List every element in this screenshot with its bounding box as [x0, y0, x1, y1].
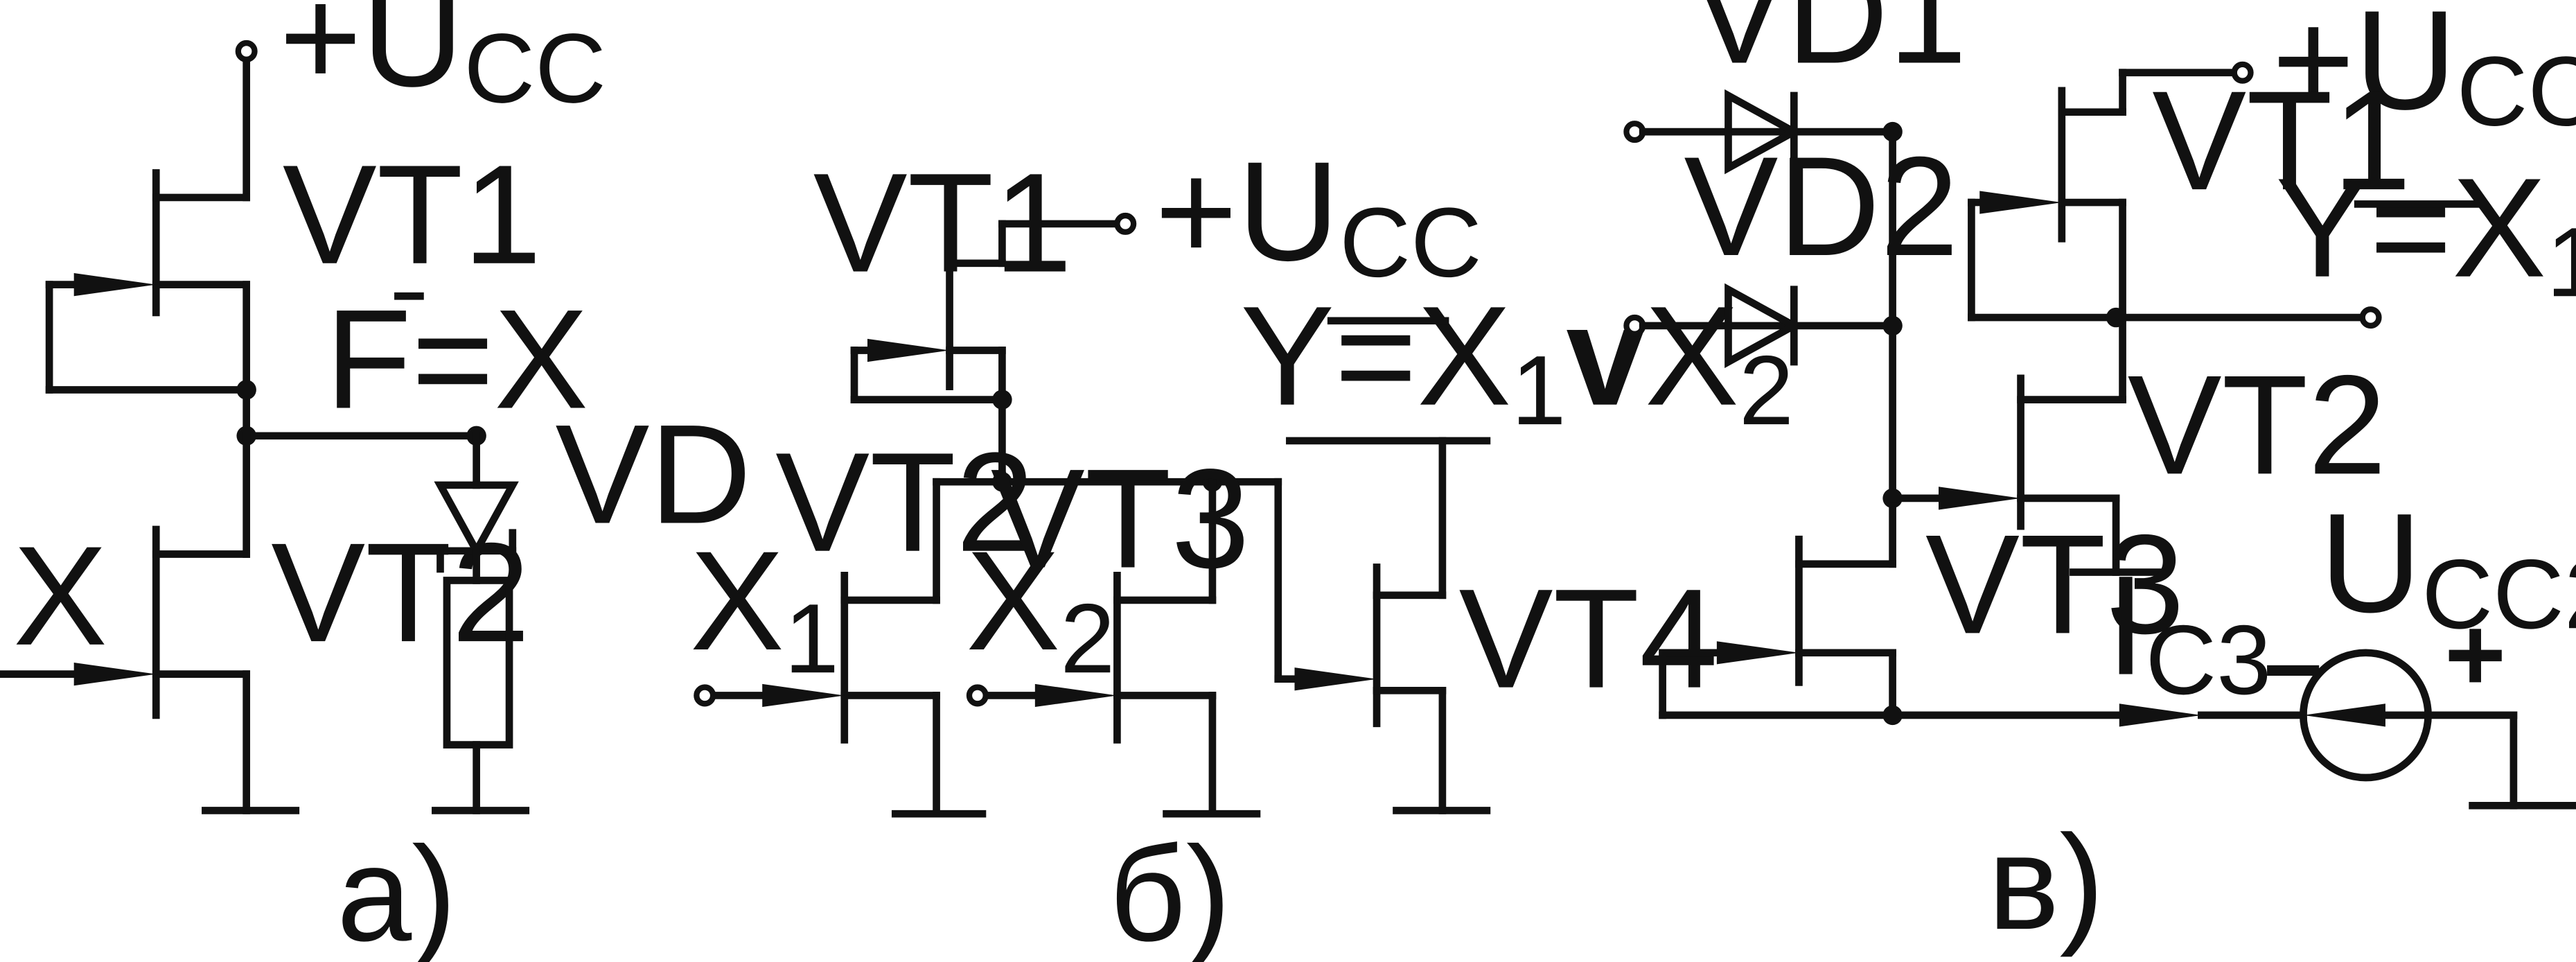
panel-a-supply-label: +UCC: [279, 0, 606, 123]
panel-c-vt2-label: VT2: [2128, 346, 2387, 504]
panel-c-caption: в): [1988, 807, 2104, 958]
panel-b-vt3-label: VT3: [991, 439, 1250, 597]
panel-a-input-label: X: [13, 517, 107, 675]
panel-a-diode-vd: [434, 432, 519, 584]
panel-b-x1-label: X1: [690, 522, 839, 694]
panel-a-inverter: +UCC VT1 F=X: [0, 0, 752, 962]
panel-a-transistor-vt2: [0, 432, 300, 814]
panel-b-vt1-label: VT1: [813, 144, 1073, 302]
panel-b-vt2-label: VT2: [775, 423, 1034, 581]
panel-c-diode-vd1: [1724, 89, 1802, 175]
panel-b-vt4-label: VT4: [1459, 560, 1718, 718]
panel-b-x2-label: X2: [966, 522, 1115, 694]
panel-c-output-terminal: [2359, 306, 2382, 329]
panel-b-transistor-vt2: [709, 478, 987, 818]
panel-b-caption: б): [1109, 819, 1231, 962]
panel-c-transistor-vt1: [1968, 87, 2367, 403]
panel-c-plus-label: +: [2444, 596, 2506, 713]
panel-a-junction: [236, 380, 256, 400]
panel-a-vt1-label: VT1: [283, 136, 542, 294]
panel-c-source-label: UCC2: [2320, 484, 2576, 650]
panel-c-output-label: Y=X1vX2: [2275, 149, 2576, 317]
panel-b-junction: [992, 471, 1012, 492]
panel-a-transistor-vt1: [45, 169, 251, 440]
panel-c-transistor-vt2: [1889, 374, 2169, 576]
panel-b-transistor-vt3: [982, 478, 1261, 818]
panel-a-vt2-label: VT2: [271, 514, 530, 672]
panel-a-supply-terminal: [235, 40, 258, 62]
panel-c-current-label: IC3: [2106, 547, 2272, 715]
panel-c-vt3-label: VT3: [1925, 505, 2185, 663]
panel-a-output-label: F=X: [325, 280, 588, 438]
panel-c-supply-terminal: [2231, 61, 2254, 84]
panel-b-nor-gate: +UCC VT1 VT2 X1: [690, 132, 1794, 962]
panel-b-transistor-vt4: [1274, 437, 1491, 814]
panel-c-vd1-label: VD1: [1692, 0, 1967, 94]
panel-a-vd-label: VD: [555, 395, 751, 553]
panel-c-junction: [1882, 705, 1903, 726]
panel-c-supply-label: +UCC1: [2272, 0, 2576, 147]
panel-b-supply-terminal: [1114, 212, 1137, 235]
panel-b-x2-terminal: [966, 684, 989, 707]
panel-c-dtl-nor-gate: VD1 VD2 +UCC1 VT1: [1623, 0, 2576, 958]
panel-b-output-label: Y=X1vX2: [1240, 277, 1794, 446]
panel-b-transistor-vt1: [850, 243, 1006, 486]
panel-c-junction: [2106, 307, 2126, 328]
panel-b-junction: [992, 390, 1012, 410]
panel-c-vd2-label: VD2: [1684, 128, 1959, 286]
panel-c-current-arrow: [2119, 703, 2202, 727]
panel-c-vt1-label: VT1: [2152, 62, 2411, 220]
panel-c-diode-vd2: [1724, 283, 1802, 369]
panel-c-transistor-vt3: [1659, 535, 2140, 719]
panel-a-caption: а): [337, 819, 457, 962]
panel-b-x1-terminal: [694, 684, 716, 707]
panel-b-supply-label: +UCC: [1155, 132, 1482, 298]
panel-c-minus-label: –: [2264, 604, 2322, 721]
